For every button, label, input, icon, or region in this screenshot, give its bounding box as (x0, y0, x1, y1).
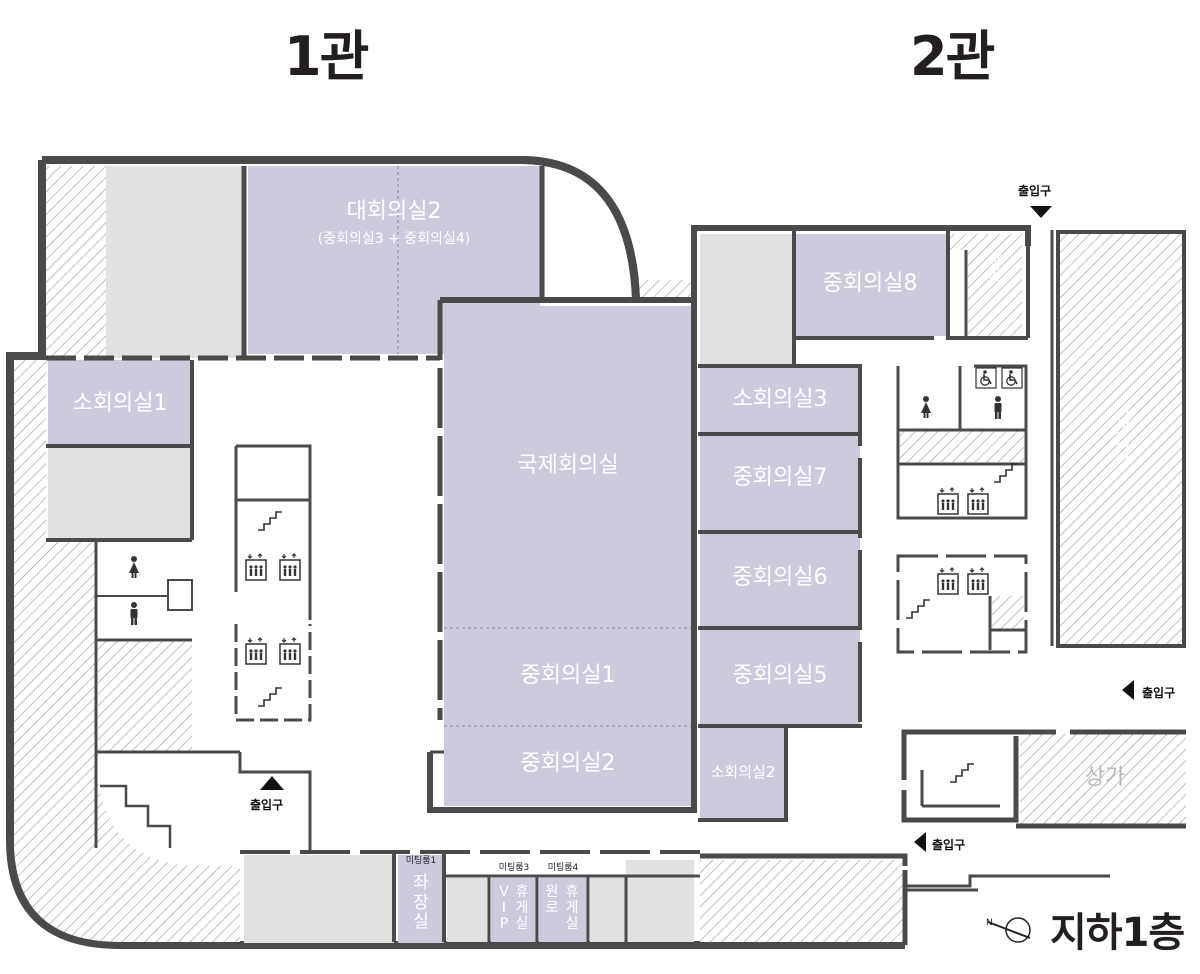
meeting-room-1-label: 미팅룸1 (405, 856, 437, 866)
entrance-arrow-icon (260, 776, 284, 790)
shop-c[interactable]: 상가 (1084, 765, 1126, 790)
elevator-icon (967, 487, 989, 515)
entrance-3-label: 출입구 (1142, 686, 1176, 700)
elevator-icon (967, 567, 989, 595)
meeting-room-3-label: 미팅룸3 (498, 863, 530, 873)
elevator-icon (279, 553, 301, 581)
stairs-icon (257, 511, 283, 531)
room-international[interactable]: 국제회의실 (517, 453, 619, 478)
room-medium-2[interactable]: 중회의실2 (520, 751, 616, 776)
female-restroom-icon (921, 396, 931, 418)
building1-title: 1관 (284, 25, 369, 88)
room-grand-hall-2[interactable]: 대회의실2 (346, 199, 442, 224)
room-medium-1[interactable]: 중회의실1 (520, 663, 616, 688)
room-grand-hall-2-sub: (중회의실3 + 중회의실4) (317, 231, 471, 247)
room-medium-8[interactable]: 중회의실8 (822, 271, 918, 296)
male-restroom-icon (994, 396, 1002, 419)
room-medium-7[interactable]: 중회의실7 (732, 465, 828, 490)
meeting-room-4-label: 미팅룸4 (547, 863, 579, 873)
stairs-icon (949, 763, 975, 783)
room-small-3[interactable]: 소회의실3 (732, 387, 828, 412)
elevator-icon (279, 637, 301, 665)
female-restroom-icon (129, 556, 139, 578)
floor-label: 지하1층 (1050, 910, 1185, 956)
entrance-1-label: 출입구 (250, 798, 284, 812)
building2-title: 2관 (910, 25, 995, 88)
stairs-icon (905, 599, 931, 619)
male-restroom-icon (130, 602, 138, 625)
north-arrow-icon: N (986, 917, 1031, 943)
wheelchair-icon (975, 367, 997, 389)
stairs-icon (257, 687, 283, 707)
svg-text:N: N (986, 918, 993, 928)
room-small-2[interactable]: 소회의실2 (710, 763, 776, 781)
room-small-1[interactable]: 소회의실1 (72, 391, 168, 416)
entrance-4-label: 출입구 (932, 838, 966, 852)
elevator-icon (937, 487, 959, 515)
elevator-icon (937, 567, 959, 595)
elevator-icon (245, 553, 267, 581)
entrance-2-label: 출입구 (1018, 184, 1052, 198)
room-medium-5[interactable]: 중회의실5 (732, 663, 828, 688)
entrance-arrow-icon (1030, 206, 1052, 218)
entrance-arrow-icon (914, 832, 926, 852)
wheelchair-icon (1001, 367, 1023, 389)
elevator-icon (245, 637, 267, 665)
room-medium-6[interactable]: 중회의실6 (732, 565, 828, 590)
entrance-arrow-icon (1122, 680, 1134, 700)
stairs-icon (993, 463, 1019, 483)
